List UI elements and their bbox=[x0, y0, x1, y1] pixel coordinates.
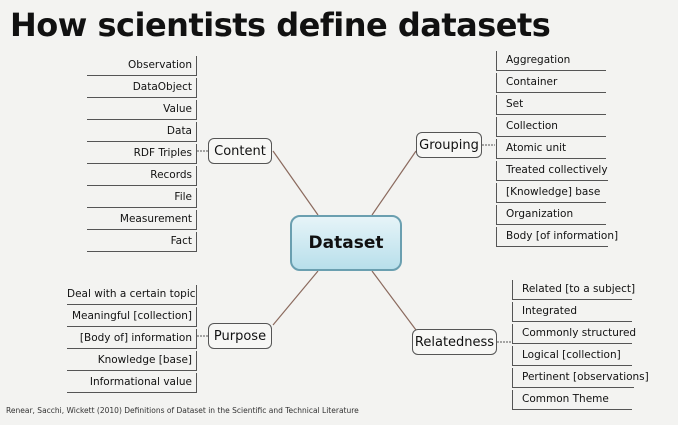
connector-content bbox=[272, 150, 319, 216]
purpose-item: Meaningful [collection] bbox=[67, 307, 197, 327]
relatedness-item: Related [to a subject] bbox=[512, 280, 635, 300]
relatedness-item: Common Theme bbox=[512, 390, 632, 410]
content-item: Records bbox=[87, 166, 197, 186]
relatedness-node: Relatedness bbox=[412, 329, 497, 355]
grouping-item: Treated collectively bbox=[496, 161, 608, 181]
purpose-item: Informational value bbox=[67, 373, 197, 393]
content-node: Content bbox=[208, 138, 272, 164]
relatedness-item: Integrated bbox=[512, 302, 632, 322]
grouping-item: Body [of information] bbox=[496, 227, 618, 247]
grouping-item: [Knowledge] base bbox=[496, 183, 606, 203]
content-item: Observation bbox=[87, 56, 197, 76]
purpose-item: Knowledge [base] bbox=[67, 351, 197, 371]
grouping-item: Container bbox=[496, 73, 606, 93]
grouping-item: Atomic unit bbox=[496, 139, 606, 159]
grouping-node: Grouping bbox=[416, 132, 482, 158]
content-item: Data bbox=[87, 122, 197, 142]
purpose-item: Deal with a certain topic bbox=[67, 285, 197, 305]
relatedness-item: Pertinent [observations] bbox=[512, 368, 649, 388]
citation-text: Renear, Sacchi, Wickett (2010) Definitio… bbox=[6, 406, 359, 415]
content-item: RDF Triples bbox=[87, 144, 197, 164]
content-item: DataObject bbox=[87, 78, 197, 98]
connector-purpose bbox=[272, 270, 319, 326]
grouping-item: Aggregation bbox=[496, 51, 606, 71]
purpose-item: [Body of] information bbox=[67, 329, 197, 349]
relatedness-item: Logical [collection] bbox=[512, 346, 632, 366]
dataset-center-node: Dataset bbox=[290, 215, 402, 271]
relatedness-item: Commonly structured bbox=[512, 324, 636, 344]
grouping-item: Collection bbox=[496, 117, 606, 137]
content-item: File bbox=[87, 188, 197, 208]
content-item: Fact bbox=[87, 232, 197, 252]
content-item: Measurement bbox=[87, 210, 197, 230]
connector-grouping bbox=[371, 150, 417, 216]
grouping-item: Set bbox=[496, 95, 606, 115]
purpose-node: Purpose bbox=[208, 323, 272, 349]
connector-relatedness bbox=[371, 270, 417, 331]
content-item: Value bbox=[87, 100, 197, 120]
grouping-item: Organization bbox=[496, 205, 606, 225]
slide-title: How scientists define datasets bbox=[10, 6, 551, 44]
